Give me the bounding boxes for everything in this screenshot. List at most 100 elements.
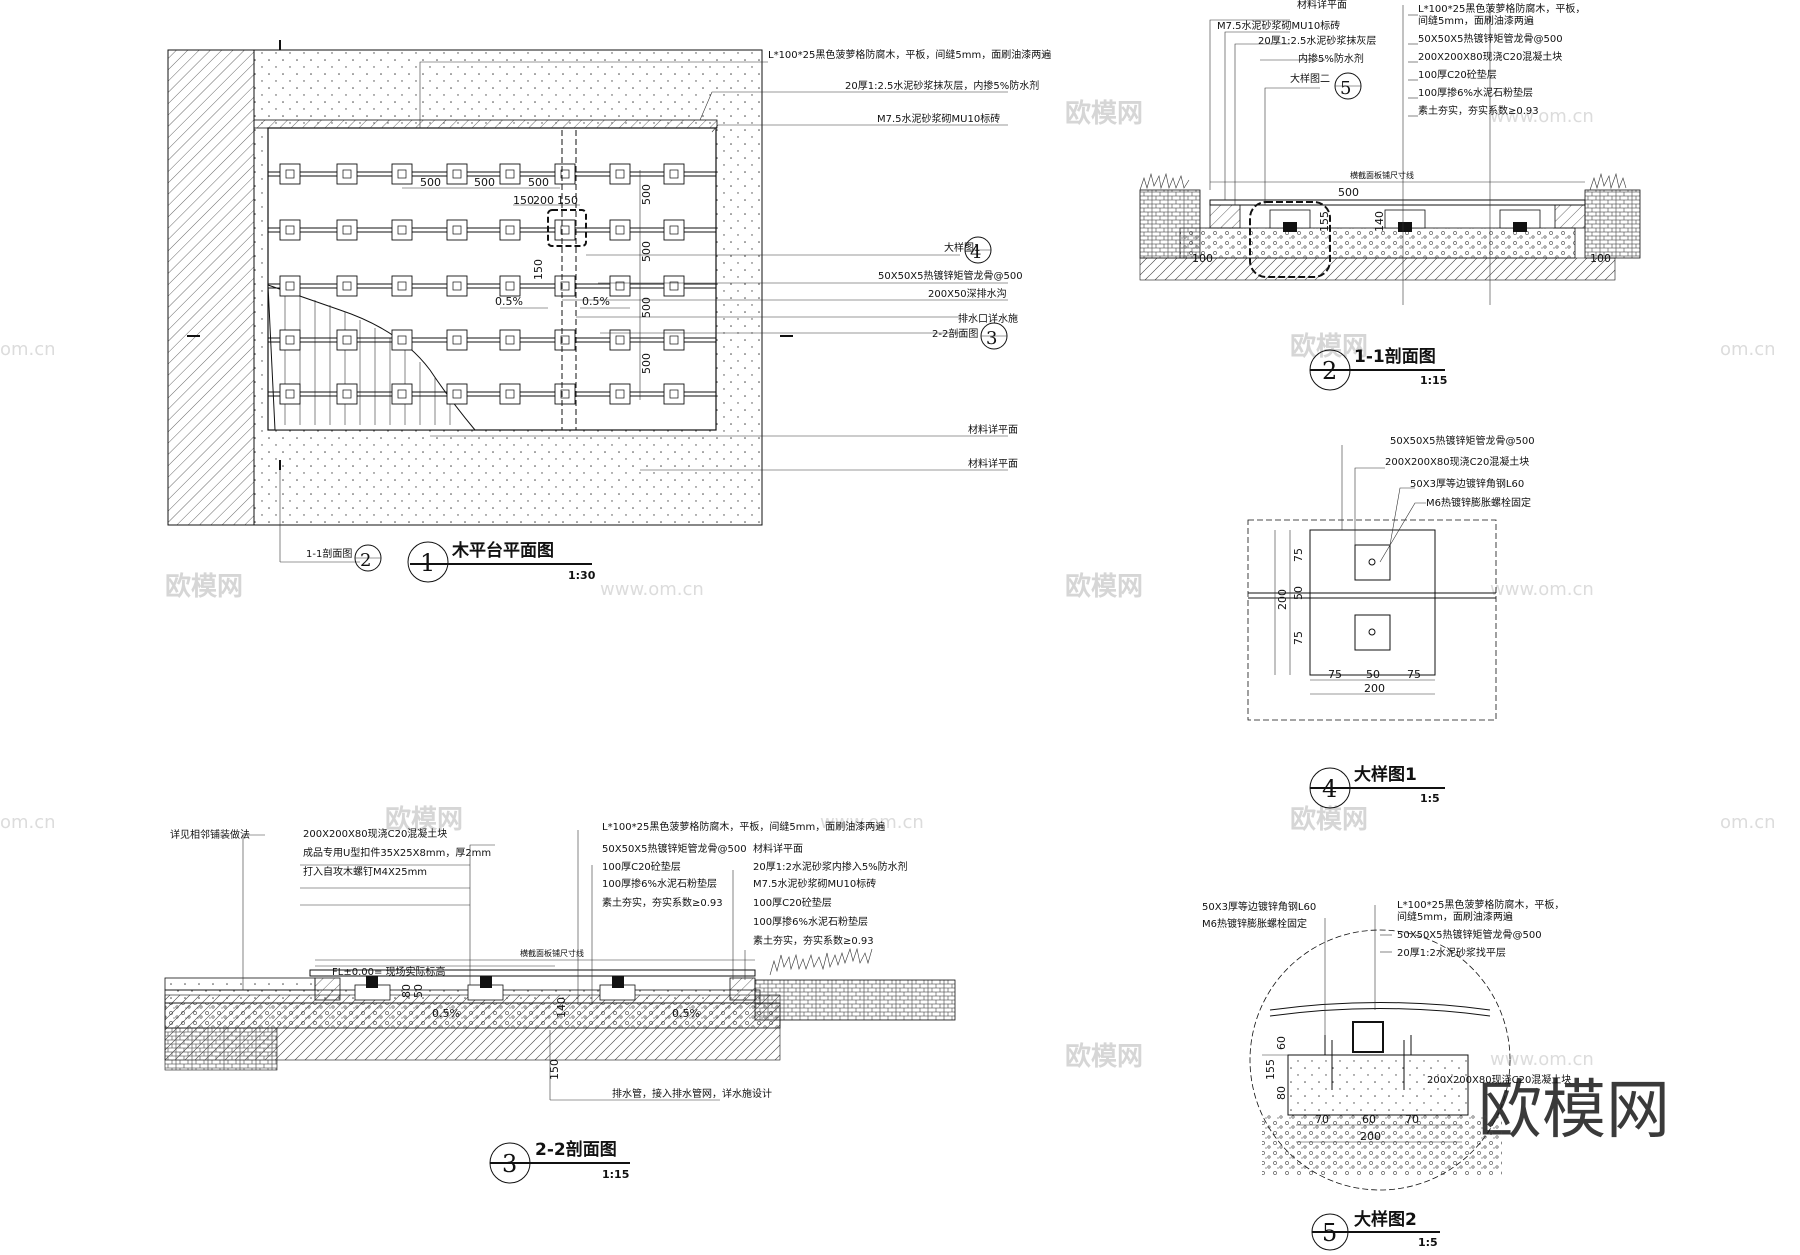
sec22-note: 20厚1:2水泥砂浆内掺入5%防水剂 bbox=[753, 860, 908, 873]
sec22-note: 成品专用U型扣件35X25X8mm，厚2mm bbox=[303, 846, 491, 859]
plan-note: 50X50X5热镀锌矩管龙骨@500 bbox=[878, 269, 1023, 282]
sec22-note: 详见相邻铺装做法 bbox=[170, 828, 250, 841]
sec11-note: 大样图二 bbox=[1290, 72, 1330, 85]
section-1-1: 500 横截面板铺尺寸线 100 100 155 140 材料详平面 M7.5水… bbox=[1139, 0, 1641, 391]
footing-block bbox=[336, 383, 358, 405]
footing-plate bbox=[669, 225, 679, 235]
sec22-note: L*100*25黑色菠萝格防腐木，平板，间缝5mm，面刷油漆两遍 bbox=[602, 820, 885, 833]
footing-plate bbox=[615, 281, 625, 291]
footing-block bbox=[446, 383, 468, 405]
sec11-note: 20厚1:2.5水泥砂浆抹灰层 bbox=[1258, 34, 1376, 47]
plan-dim: 500 bbox=[640, 184, 653, 205]
footing-block bbox=[554, 275, 576, 297]
sec11-dim: 100 bbox=[1192, 252, 1213, 265]
plan-note: 材料详平面 bbox=[968, 457, 1018, 470]
footing-block bbox=[336, 219, 358, 241]
plan-dim: 500 bbox=[640, 297, 653, 318]
plan-slope: 0.5% bbox=[582, 295, 610, 308]
sec22-dim: 50 bbox=[412, 984, 425, 998]
sec11-detail-highlight bbox=[1249, 201, 1331, 278]
sec22-brick bbox=[164, 1027, 278, 1071]
footing-plate bbox=[342, 281, 352, 291]
det2-block bbox=[1287, 1054, 1469, 1116]
sec11-brick-right bbox=[1584, 189, 1641, 259]
det1-border bbox=[1247, 519, 1497, 721]
sec11-kerb bbox=[1209, 204, 1241, 229]
sec11-note: 间缝5mm，面刷油漆两遍 bbox=[1418, 14, 1534, 27]
det1-dim-h: 75 bbox=[1407, 668, 1421, 681]
watermark-logo-large: 欧模网 bbox=[1478, 1074, 1670, 1148]
footing-block bbox=[279, 219, 301, 241]
footing-block bbox=[609, 219, 631, 241]
footing-plate bbox=[505, 335, 515, 345]
plan-section-ref-label: 1-1剖面图 bbox=[306, 547, 352, 560]
det2-note: 20厚1:2水泥砂浆找平层 bbox=[1397, 946, 1506, 959]
footing-block bbox=[609, 163, 631, 185]
plan-note: 大样图1 bbox=[944, 241, 980, 254]
footing-plate bbox=[505, 225, 515, 235]
sec11-note: 素土夯实，夯实系数≥0.93 bbox=[1418, 104, 1539, 117]
plan-note: 2-2剖面图 bbox=[932, 327, 978, 340]
plan-dim: 500 bbox=[528, 176, 549, 189]
plan-note: M7.5水泥砂浆砌MU10标砖 bbox=[877, 112, 1000, 125]
watermark-url: www.om.cn bbox=[1490, 579, 1594, 600]
footing-plate bbox=[669, 335, 679, 345]
footing-plate bbox=[397, 169, 407, 179]
sec22-dim: 140 bbox=[555, 997, 568, 1018]
det2-gravel bbox=[1262, 1115, 1502, 1175]
sec11-deck-plank bbox=[1209, 199, 1586, 206]
plan-step-area bbox=[267, 284, 477, 431]
det1-bolt bbox=[1368, 558, 1376, 566]
sec11-detail-num: 5 bbox=[1340, 78, 1351, 99]
footing-plate bbox=[342, 169, 352, 179]
footing-block bbox=[609, 329, 631, 351]
sec22-grass bbox=[769, 947, 873, 976]
footing-block bbox=[446, 163, 468, 185]
det1-note: 200X200X80现浇C20混凝土块 bbox=[1385, 455, 1529, 468]
footing-plate bbox=[285, 169, 295, 179]
det2-note: 50X3厚等边镀锌角钢L60 bbox=[1202, 900, 1316, 913]
sec11-note: M7.5水泥砂浆砌MU10标砖 bbox=[1217, 19, 1340, 32]
footing-block bbox=[279, 329, 301, 351]
footing-block bbox=[554, 163, 576, 185]
plan-dim: 150 bbox=[557, 194, 578, 207]
sec11-grass bbox=[1589, 172, 1627, 191]
plan-scale: 1:30 bbox=[568, 569, 596, 582]
footing-plate bbox=[397, 335, 407, 345]
det2-note: 间缝5mm，面刷油漆两遍 bbox=[1397, 910, 1513, 923]
det2-plank-curve bbox=[1269, 1008, 1491, 1017]
footing-block bbox=[279, 275, 301, 297]
footing-plate bbox=[505, 389, 515, 399]
det2-title: 大样图2 bbox=[1354, 1209, 1417, 1230]
det1-plate bbox=[1354, 614, 1391, 651]
footing-block bbox=[609, 275, 631, 297]
sec11-dim: 500 bbox=[1338, 186, 1359, 199]
watermark-brand: 欧模网 bbox=[385, 804, 463, 835]
footing-plate bbox=[615, 169, 625, 179]
det1-dim-h: 50 bbox=[1366, 668, 1380, 681]
footing-plate bbox=[285, 225, 295, 235]
footing-plate bbox=[560, 335, 570, 345]
det2-side-label: 200X200X80现浇C20混凝土块 bbox=[1427, 1073, 1571, 1086]
det1-dim-v: 50 bbox=[1292, 586, 1305, 600]
plan-dim: 500 bbox=[640, 241, 653, 262]
plan-title: 木平台平面图 bbox=[451, 540, 554, 561]
sec11-layer-gravel bbox=[1179, 227, 1576, 259]
det2-dim-h: 60 bbox=[1362, 1113, 1376, 1126]
sec11-note: 材料详平面 bbox=[1297, 0, 1347, 11]
sec22-top-label: 横截面板铺尺寸线 bbox=[520, 948, 584, 958]
det2-dim-v: 60 bbox=[1275, 1036, 1288, 1050]
footing-plate bbox=[615, 225, 625, 235]
sec22-note: 材料详平面 bbox=[753, 842, 803, 855]
plan-footing-blocks bbox=[279, 163, 685, 405]
plan-detail-box bbox=[547, 209, 587, 247]
footing-plate bbox=[615, 335, 625, 345]
footing-block bbox=[663, 219, 685, 241]
footing-block bbox=[336, 163, 358, 185]
plan-note: 20厚1:2.5水泥砂浆抹灰层，内掺5%防水剂 bbox=[845, 79, 1039, 92]
footing-block bbox=[663, 329, 685, 351]
det2-note: 50X50X5热镀锌矩管龙骨@500 bbox=[1397, 928, 1542, 941]
sec11-note: 内掺5%防水剂 bbox=[1298, 52, 1364, 65]
plan-title-circle bbox=[407, 541, 449, 583]
